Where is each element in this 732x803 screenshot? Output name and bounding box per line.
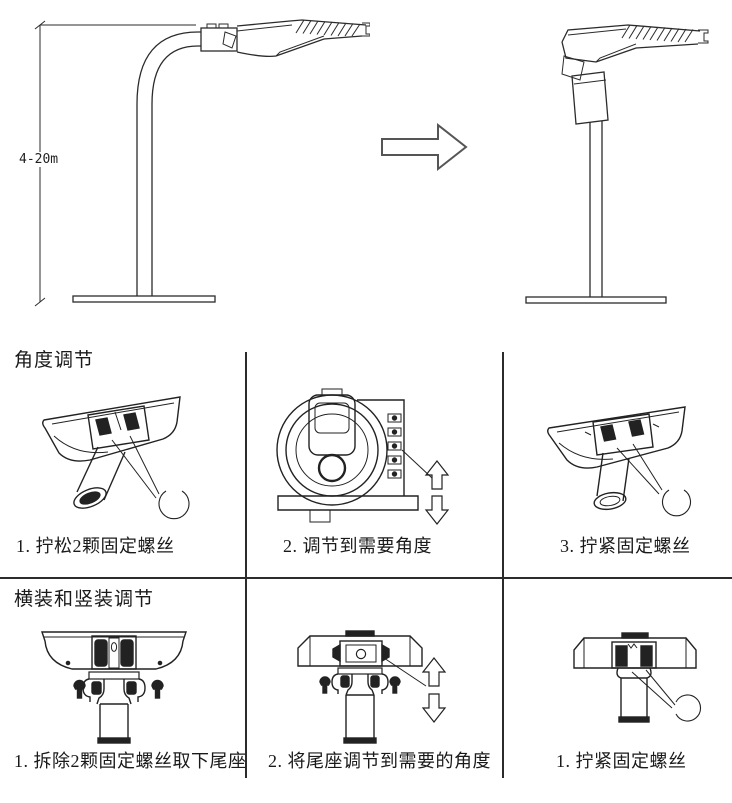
angle-step2-caption: 2. 调节到需要角度 (283, 536, 432, 556)
mount-step3-caption: 1. 拧紧固定螺丝 (556, 751, 687, 771)
angle-step3-caption: 3. 拧紧固定螺丝 (560, 536, 691, 556)
rotation-circle-icon (661, 489, 692, 517)
rotation-circle-icon (675, 694, 702, 722)
screw-icon (319, 676, 331, 686)
section-title-angle-adjustment: 角度调节 (14, 350, 95, 371)
angle-step1-caption: 1. 拧松2颗固定螺丝 (16, 536, 175, 556)
mount-step2-adjust-tailmount-diagram (297, 630, 447, 744)
streetlight-straight-pole-drawing (525, 24, 709, 304)
mount-step1-caption: 1. 拆除2颗固定螺丝取下尾座 (14, 751, 247, 771)
pole-height-label: 4-20m (17, 152, 61, 167)
panel-divider-right (502, 352, 504, 778)
screw-icon (389, 676, 401, 686)
angle-step3-tighten-screws-diagram (547, 406, 692, 517)
down-arrow-icon (421, 693, 447, 723)
mount-step2-caption: 2. 将尾座调节到需要的角度 (268, 751, 491, 771)
panel-divider-left (245, 352, 247, 778)
up-arrow-icon (424, 460, 450, 490)
down-arrow-icon (424, 495, 450, 525)
mount-step1-remove-screws-diagram (41, 631, 187, 744)
rotation-circle-icon (158, 490, 190, 520)
streetlight-curved-pole-drawing (34, 19, 370, 307)
mount-step3-tighten-screws-diagram (573, 632, 702, 723)
right-arrow-icon (381, 122, 468, 172)
section-divider-horizontal (0, 577, 732, 579)
angle-step1-loosen-screws-diagram (42, 396, 190, 520)
screw-icon (151, 679, 164, 690)
section-title-mount-adjustment: 横装和竖装调节 (14, 589, 155, 610)
up-arrow-icon (421, 657, 447, 687)
angle-step2-adjust-angle-diagram (276, 388, 450, 525)
screw-icon (73, 679, 86, 690)
